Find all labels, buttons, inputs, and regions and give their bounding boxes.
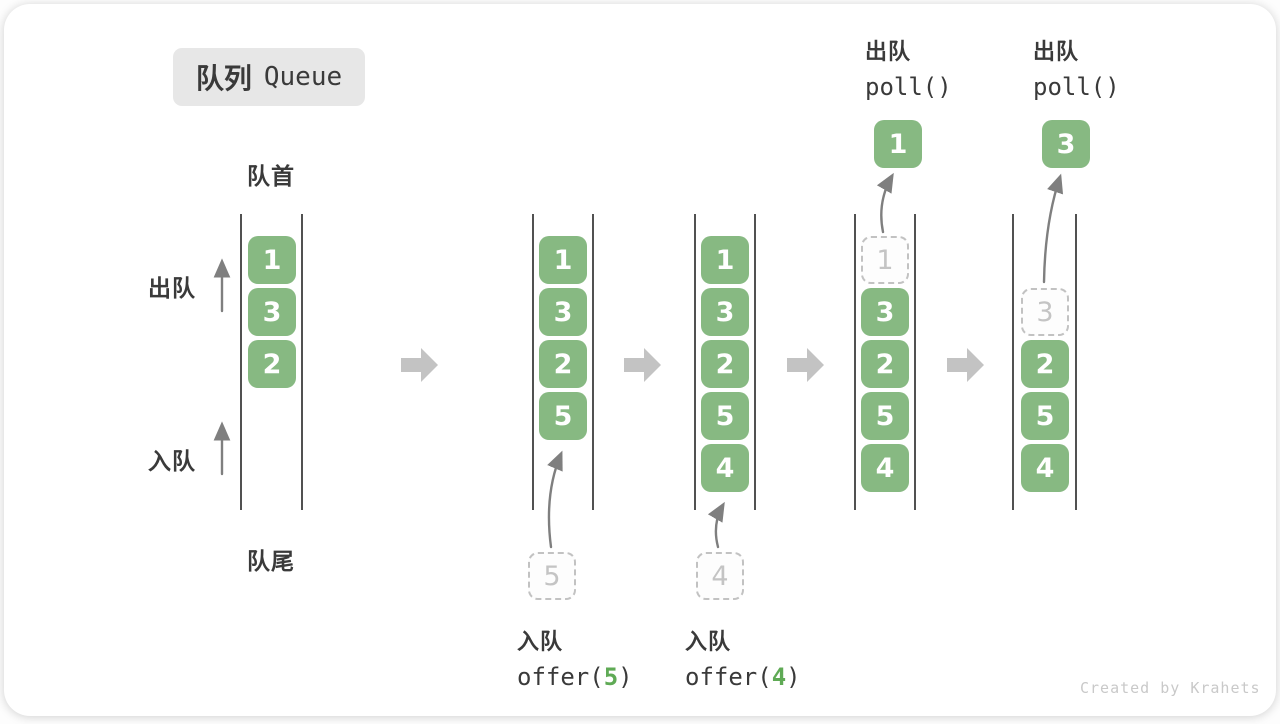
enqueue-curved-arrow-icon: [547, 450, 563, 549]
queue-cell: 2: [861, 340, 909, 388]
watermark: Created by Krahets: [1080, 679, 1261, 697]
transition-arrow-icon: [401, 348, 438, 382]
poll2-code: poll(): [1033, 73, 1120, 101]
transition-arrow-icon: [624, 348, 661, 382]
queue-cell: 2: [248, 340, 296, 388]
queue-cell: 1: [248, 236, 296, 284]
enqueue5-code: offer(5): [517, 663, 633, 691]
dequeue-curved-arrow-icon: [876, 172, 894, 234]
enqueue5-arg: 5: [603, 663, 619, 691]
enqueue-side-label: 入队: [148, 448, 196, 474]
removed-ghost-cell: 1: [861, 236, 909, 284]
queue-cell: 4: [1021, 444, 1069, 492]
enqueue-curved-arrow-icon: [707, 501, 725, 549]
dequeue-curved-arrow-icon: [1042, 173, 1064, 284]
queue-wall-right: [1075, 214, 1077, 510]
queue-cell: 5: [861, 392, 909, 440]
queue-cell: 3: [248, 288, 296, 336]
enqueue4-code: offer(4): [685, 663, 801, 691]
poll2-label: 出队: [1033, 39, 1080, 64]
queue-cell: 5: [539, 392, 587, 440]
queue-cell: 4: [861, 444, 909, 492]
title-badge: 队列 Queue: [173, 48, 365, 106]
dequeue-side-label: 出队: [148, 275, 196, 301]
poll1-label: 出队: [865, 39, 912, 64]
queue-wall-right: [301, 214, 303, 510]
poll1-caption: 出队 poll(): [865, 34, 952, 101]
queue-cell: 3: [861, 288, 909, 336]
queue-cell: 1: [539, 236, 587, 284]
poll1-code: poll(): [865, 73, 952, 101]
queue-wall-left: [854, 214, 856, 510]
popped-cell: 1: [874, 120, 922, 168]
queue-cell: 3: [539, 288, 587, 336]
queue-front-label: 队首: [247, 163, 295, 189]
enqueue4-caption: 入队 offer(4): [685, 624, 801, 691]
popped-cell: 3: [1042, 120, 1090, 168]
enqueue4-arg: 4: [771, 663, 787, 691]
queue-wall-left: [240, 214, 242, 510]
queue-cell: 5: [1021, 392, 1069, 440]
title-en: Queue: [263, 62, 343, 92]
queue-wall-right: [754, 214, 756, 510]
queue-cell: 5: [701, 392, 749, 440]
queue-cell: 4: [701, 444, 749, 492]
queue-cell: 2: [701, 340, 749, 388]
queue-wall-left: [532, 214, 534, 510]
queue-cell: 1: [701, 236, 749, 284]
queue-rear-label: 队尾: [247, 548, 295, 574]
enqueue5-caption: 入队 offer(5): [517, 624, 633, 691]
poll2-caption: 出队 poll(): [1033, 34, 1120, 101]
queue-cell: 2: [1021, 340, 1069, 388]
queue-wall-left: [1012, 214, 1014, 510]
enqueue5-label: 入队: [517, 629, 564, 654]
title-zh: 队列: [195, 63, 252, 94]
queue-wall-right: [592, 214, 594, 510]
transition-arrow-icon: [787, 348, 824, 382]
queue-wall-right: [914, 214, 916, 510]
queue-cell: 2: [539, 340, 587, 388]
incoming-ghost-cell: 4: [696, 552, 744, 600]
diagram-card: 队列 Queue 队首 队尾 出队 入队 1 3 2 1 3 2 5 5 1 3…: [4, 4, 1276, 716]
transition-arrow-icon: [947, 348, 984, 382]
queue-wall-left: [694, 214, 696, 510]
incoming-ghost-cell: 5: [528, 552, 576, 600]
enqueue4-label: 入队: [685, 629, 732, 654]
removed-ghost-cell: 3: [1021, 288, 1069, 336]
queue-cell: 3: [701, 288, 749, 336]
